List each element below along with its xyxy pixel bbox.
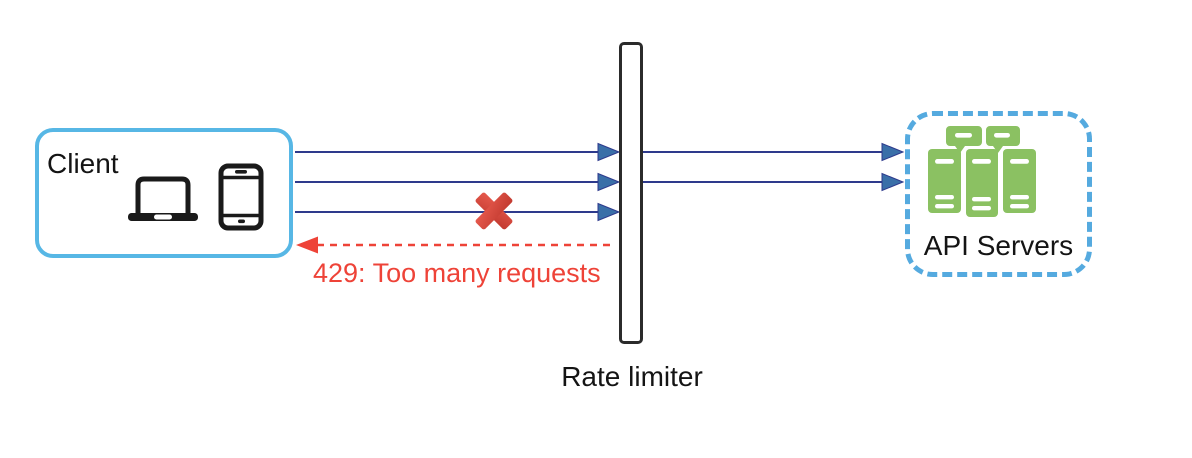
client-label: Client	[47, 148, 119, 179]
rejected-x-icon	[475, 192, 513, 230]
rejected-response-arrow	[296, 236, 616, 254]
server-rack-icon	[928, 126, 1036, 217]
rejected-response-label: 429: Too many requests	[313, 258, 601, 288]
api-servers-box: API Servers	[905, 111, 1092, 277]
client-box: Client	[35, 128, 293, 258]
forwarded-arrow-2	[643, 172, 905, 192]
request-arrow-3	[295, 202, 621, 222]
api-servers-label: API Servers	[923, 230, 1074, 261]
forwarded-arrow-1	[643, 142, 905, 162]
request-arrow-2	[295, 172, 621, 192]
rate-limiter-bar	[619, 42, 643, 344]
rate-limiter-label: Rate limiter	[561, 361, 703, 392]
smartphone-icon	[218, 163, 264, 231]
request-arrow-1	[295, 142, 621, 162]
laptop-icon	[128, 176, 198, 221]
